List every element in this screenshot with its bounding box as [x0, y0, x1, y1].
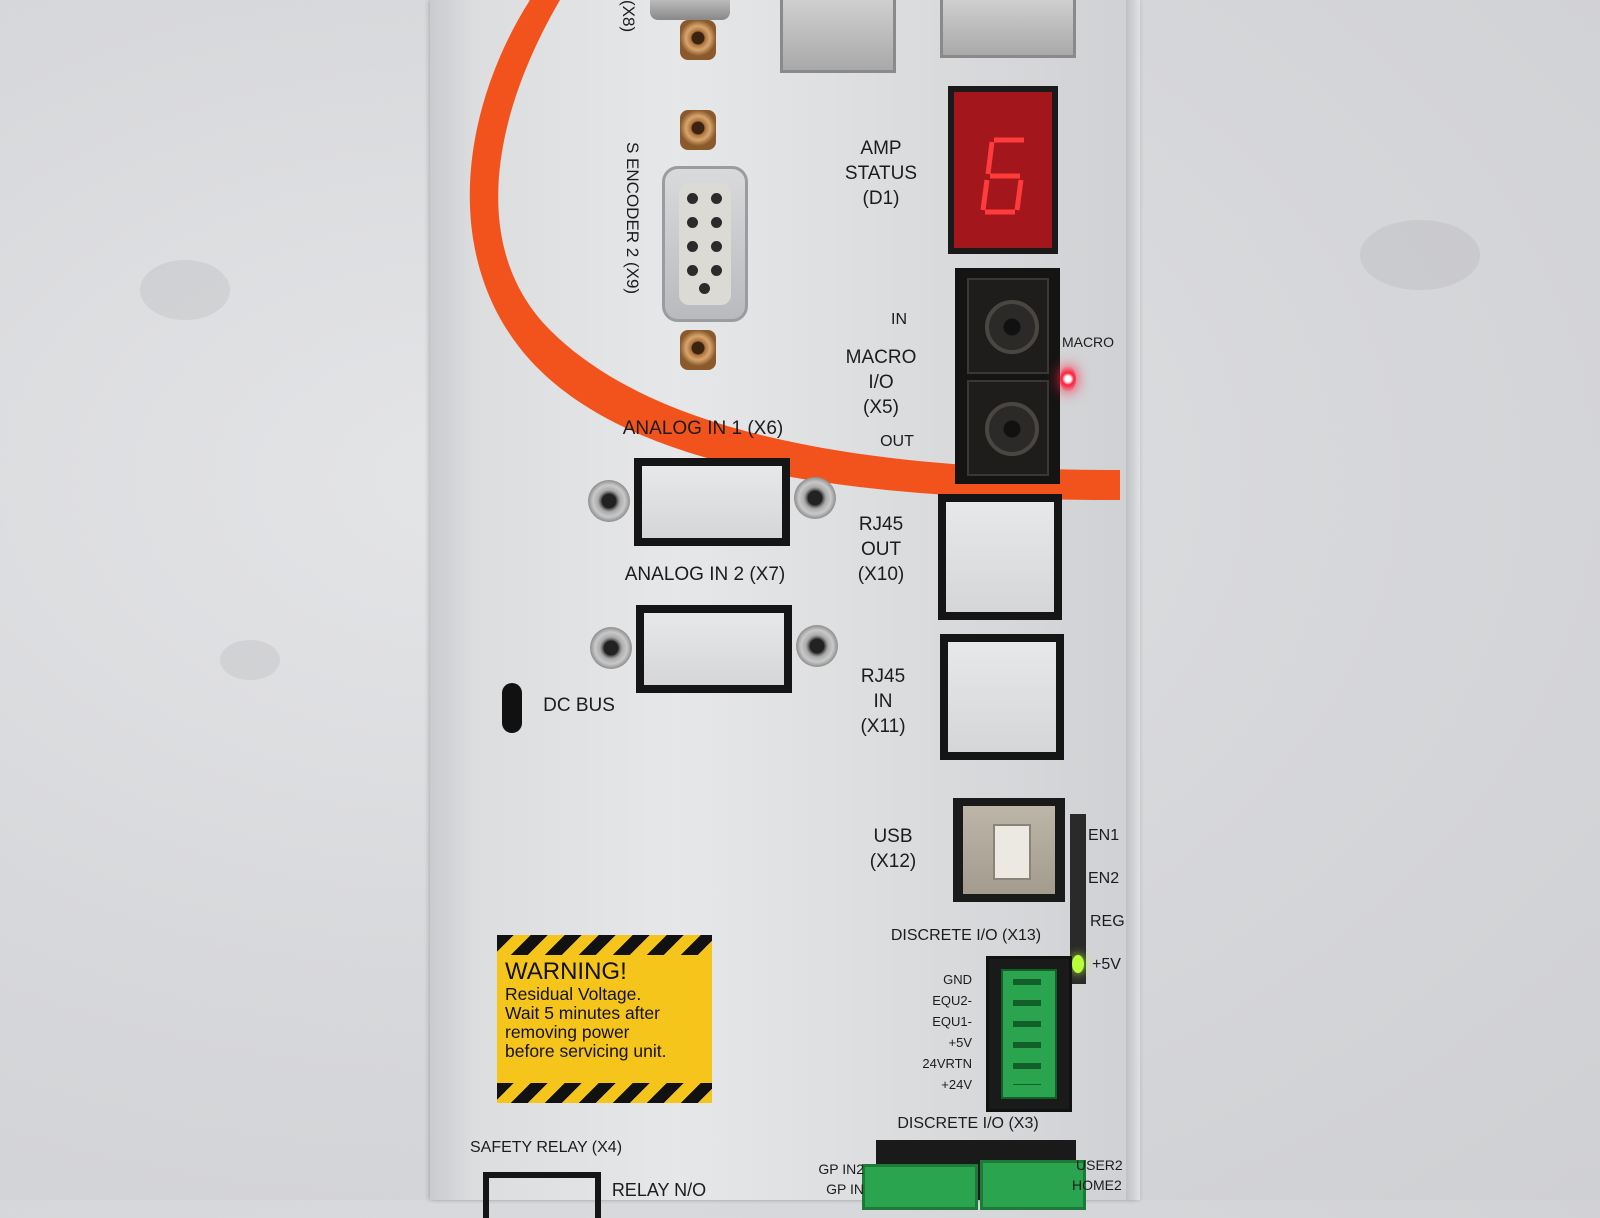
- macro-in-port[interactable]: [967, 278, 1049, 374]
- status-led-column: [1070, 814, 1086, 984]
- usb-port[interactable]: [953, 798, 1065, 902]
- reg-led-label: REG: [1090, 913, 1125, 930]
- mount-screw: [588, 480, 630, 522]
- warning-body: Residual Voltage. Wait 5 minutes after r…: [505, 984, 667, 1061]
- wall-blemish: [220, 640, 280, 680]
- macro-status-led: [1060, 366, 1076, 392]
- x3-plug-right[interactable]: [980, 1160, 1086, 1210]
- gp-in2-label: GP IN2: [818, 1161, 864, 1177]
- s-encoder-2-connector[interactable]: [662, 166, 748, 322]
- safety-relay-port[interactable]: [483, 1172, 601, 1218]
- wall-blemish: [1360, 220, 1480, 290]
- rj45-out-port[interactable]: [938, 494, 1062, 620]
- wall-blemish: [140, 260, 230, 320]
- mount-screw: [794, 477, 836, 519]
- top-plug-left: [780, 0, 896, 73]
- home2-label: HOME2: [1072, 1177, 1122, 1193]
- x3-plug-left[interactable]: [862, 1164, 978, 1210]
- macro-out-label: OUT: [880, 433, 914, 450]
- plus5v-led: [1072, 955, 1084, 973]
- amp-status-display: 6: [948, 86, 1058, 254]
- en1-led-label: EN1: [1088, 827, 1120, 844]
- macro-io-label: MACRO I/O (X5): [845, 347, 917, 418]
- macro-in-label: IN: [891, 311, 907, 328]
- top-connector: [650, 0, 730, 20]
- discrete-io-x3-label: DISCRETE I/O (X3): [897, 1115, 1039, 1132]
- x13-pin-labels: GND EQU2- EQU1- +5V 24VRTN +24V: [922, 972, 972, 1092]
- macro-fiber-connector[interactable]: [955, 268, 1060, 484]
- warning-sticker: WARNING! Residual Voltage. Wait 5 minute…: [497, 935, 712, 1103]
- plus5v-led-label: +5V: [1092, 956, 1121, 973]
- standoff-nut: [680, 20, 716, 60]
- macro-led-label: MACRO: [1061, 334, 1115, 350]
- gp-in-label: GP IN: [826, 1181, 864, 1197]
- rj45-in-label: RJ45 IN (X11): [860, 666, 906, 737]
- discrete-io-x13-label: DISCRETE I/O (X13): [890, 927, 1042, 944]
- discrete-io-x13-connector[interactable]: [986, 956, 1072, 1112]
- safety-relay-label: SAFETY RELAY (X4): [469, 1139, 623, 1156]
- usb-label: USB (X12): [869, 826, 917, 872]
- mount-screw: [590, 627, 632, 669]
- analog-in-1-port[interactable]: [634, 458, 790, 546]
- seven-segment-digit: 6: [980, 137, 1024, 215]
- dc-bus-label: DC BUS: [543, 695, 615, 716]
- panel-edge: [1126, 0, 1140, 1200]
- connector-x8-label: (X8): [619, 0, 638, 33]
- macro-out-port[interactable]: [967, 380, 1049, 476]
- warning-title: WARNING!: [505, 958, 627, 985]
- analog-in-1-label: ANALOG IN 1 (X6): [622, 418, 784, 439]
- en2-led-label: EN2: [1088, 870, 1120, 887]
- s-encoder-2-label: S ENCODER 2 (X9): [623, 142, 642, 295]
- dc-bus-indicator: [502, 683, 522, 733]
- analog-in-2-port[interactable]: [636, 605, 792, 693]
- user2-label: USER2: [1076, 1157, 1123, 1173]
- standoff-nut: [680, 110, 716, 150]
- standoff-nut: [680, 330, 716, 370]
- top-plug-right: [940, 0, 1076, 58]
- rj45-in-port[interactable]: [940, 634, 1064, 760]
- mount-screw: [796, 625, 838, 667]
- rj45-out-label: RJ45 OUT (X10): [857, 514, 905, 585]
- analog-in-2-label: ANALOG IN 2 (X7): [624, 564, 786, 585]
- relay-no-label: RELAY N/O: [611, 1180, 707, 1200]
- amp-status-label: AMP STATUS (D1): [844, 138, 918, 209]
